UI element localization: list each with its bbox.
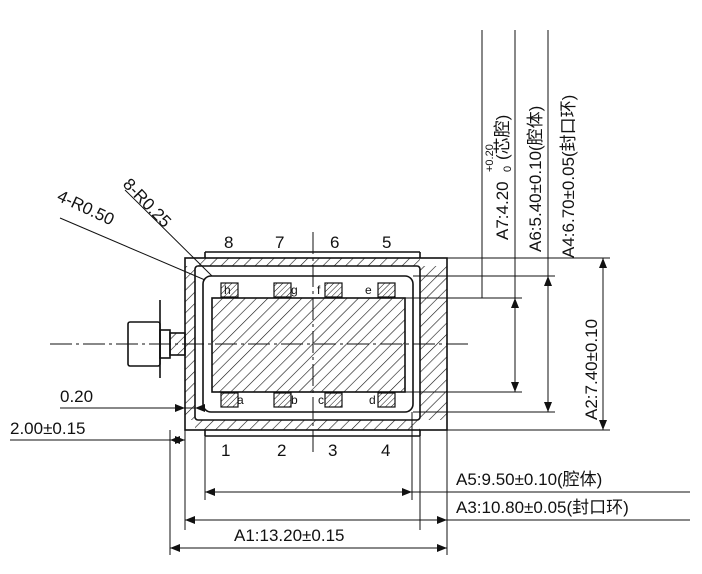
dimension-a7-main: A7:4.20 xyxy=(493,181,512,240)
pad-d xyxy=(377,392,396,408)
pin-number-8: 8 xyxy=(224,233,233,252)
pad-c xyxy=(324,392,343,408)
pin-number-3: 3 xyxy=(328,441,337,460)
pad-g xyxy=(273,282,292,298)
bottom-pads xyxy=(220,392,396,408)
pin-number-7: 7 xyxy=(275,233,284,252)
pad-f xyxy=(324,282,343,298)
pad-label-c: c xyxy=(318,393,324,407)
pad-label-f: f xyxy=(317,283,321,297)
pin-number-4: 4 xyxy=(381,441,390,460)
pad-e xyxy=(377,282,396,298)
dimension-a3: A3:10.80±0.05(封口环) xyxy=(456,498,629,517)
right-wall-hatch xyxy=(420,266,447,420)
side-tab xyxy=(127,300,186,378)
pad-label-d: d xyxy=(369,393,376,407)
dimension-a2: A2:7.40±0.10 xyxy=(582,319,601,420)
dimension-wall-thickness: 0.20 xyxy=(60,387,93,406)
pad-label-e: e xyxy=(365,283,372,297)
arrowheads xyxy=(170,258,607,552)
pin-number-1: 1 xyxy=(221,441,230,460)
pad-a xyxy=(220,392,239,408)
dimension-a5: A5:9.50±0.10(腔体) xyxy=(456,470,602,489)
bottom-band xyxy=(195,420,420,430)
core-block xyxy=(211,297,406,393)
dimension-a7-suffix: (芯腔) xyxy=(493,115,512,160)
dimension-lines xyxy=(10,30,690,555)
pin-number-5: 5 xyxy=(382,233,391,252)
dimension-a1: A1:13.20±0.15 xyxy=(234,526,344,545)
top-band xyxy=(195,258,420,266)
dimension-lead-length: 2.00±0.15 xyxy=(10,419,86,438)
corner-radius-inner: 8-R0.25 xyxy=(119,175,175,232)
pad-h xyxy=(220,282,239,298)
center-lines xyxy=(50,232,470,455)
dimension-a7-lower-tolerance: 0 xyxy=(502,166,514,172)
dimension-a4: A4:6.70±0.05(封口环) xyxy=(559,95,578,258)
pad-label-g: g xyxy=(291,283,298,297)
pin-number-2: 2 xyxy=(277,441,286,460)
pin-number-6: 6 xyxy=(330,233,339,252)
corner-radius-outer: 4-R0.50 xyxy=(54,186,117,229)
dimension-a7: A7:4.20 +0.20 0 (芯腔) xyxy=(484,115,514,240)
pad-label-b: b xyxy=(291,393,298,407)
pad-label-a: a xyxy=(237,393,244,407)
pad-label-h: h xyxy=(224,283,231,297)
pad-b xyxy=(273,392,292,408)
dimension-a6: A6:5.40±0.10(腔体) xyxy=(526,106,545,252)
left-wall-hatch xyxy=(185,266,195,420)
top-pads xyxy=(220,282,396,298)
dimension-a7-upper-tolerance: +0.20 xyxy=(484,144,496,172)
